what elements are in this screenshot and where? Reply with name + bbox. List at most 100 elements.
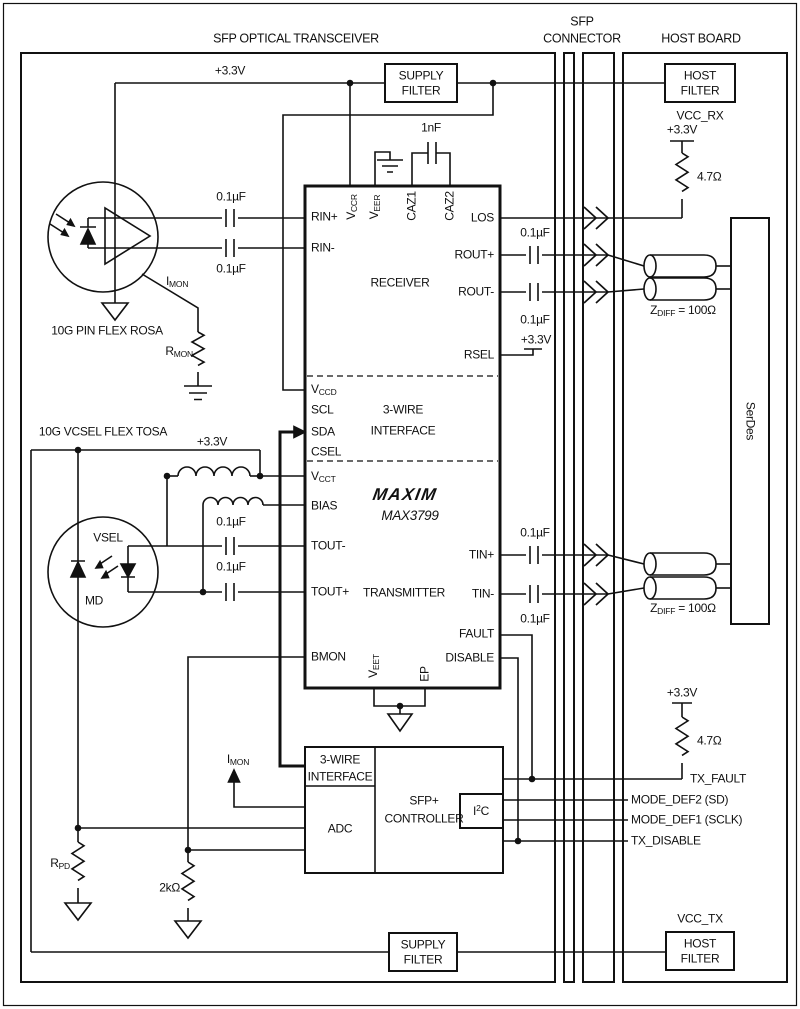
r2k-resistor-icon (180, 861, 196, 902)
vsel-diode-icon (119, 563, 137, 579)
ctrl-name-line2: CONTROLLER (384, 811, 464, 826)
cap-tout-n (225, 537, 235, 555)
photodiode-icon (79, 227, 97, 245)
pin-rin-p: RIN+ (311, 209, 338, 224)
light-out-arrowhead-icon (100, 569, 110, 579)
cap-tin-p-label: 0.1µF (520, 525, 550, 540)
supply-filter-top-line2: FILTER (401, 83, 441, 98)
coax-tx1-icon (650, 552, 717, 576)
rmon-label: RMON (165, 344, 193, 360)
chevron-rout-p-icon (583, 243, 610, 267)
coax-rx1-icon (650, 254, 717, 278)
tosa-title: 10G VCSEL FLEX TOSA (38, 424, 168, 439)
wire-imon-rx (141, 273, 199, 332)
rmon-resistor-icon (190, 331, 206, 367)
wire-3wire-bus (278, 430, 305, 768)
wire-vccd (282, 83, 494, 391)
cap-rout-p-label: 0.1µF (520, 225, 550, 240)
pin-tout-p: TOUT+ (311, 584, 349, 599)
v33-stub-los (670, 140, 694, 153)
cap-tin-p (529, 546, 539, 564)
imon-adc-label: IMON (226, 752, 250, 768)
cap-rin-n-label: 0.1µF (216, 261, 246, 276)
wire-disable (500, 657, 519, 841)
pin-bmon: BMON (311, 649, 346, 664)
v33-stub-txfault (672, 702, 692, 717)
ctrl-adc-label: ADC (327, 821, 353, 836)
pin-bias: BIAS (311, 498, 338, 513)
pin-rout-n: ROUT- (458, 284, 494, 299)
pin-rout-p: ROUT+ (454, 247, 494, 262)
coax-rx2-end-icon (643, 277, 657, 301)
connector-chevrons (583, 206, 610, 606)
zdiff-rx-label: ZDIFF = 100Ω (650, 303, 716, 319)
wire-fault (500, 634, 533, 779)
coax-rx1-end-icon (643, 254, 657, 278)
pin-sda: SDA (311, 424, 335, 439)
v33-rsel-label: +3.3V (520, 332, 552, 347)
inductor-l1-icon (177, 466, 251, 477)
tosa-circle (47, 516, 159, 628)
wire-tosa-v33 (31, 449, 261, 476)
pin-csel: CSEL (311, 444, 342, 459)
host-filter-top-line1: HOST (683, 68, 717, 83)
tx-fault-label: TX_FAULT (690, 771, 747, 786)
connector-title-line2: CONNECTOR (543, 31, 621, 46)
pin-scl: SCL (311, 402, 334, 417)
pin-rsel: RSEL (463, 347, 494, 362)
pin-tout-n: TOUT- (311, 538, 346, 553)
mode-def2-label: MODE_DEF2 (SD) (631, 792, 729, 807)
host-filter-top-line2: FILTER (680, 83, 720, 98)
pin-vccr: VCCR (344, 194, 360, 220)
cap-tout-p (225, 583, 235, 601)
md-leads (71, 450, 85, 842)
junction-dots (74, 79, 536, 854)
v33-main-label: +3.3V (214, 63, 246, 78)
transceiver-title: SFP OPTICAL TRANSCEIVER (213, 31, 379, 46)
cap-rin-p-label: 0.1µF (216, 189, 246, 204)
txfault-pullup-value: 4.7Ω (697, 733, 722, 748)
cap-rout-n (529, 283, 539, 301)
cap-tin-n (529, 585, 539, 603)
host-filter-bottom-box (665, 931, 735, 971)
pin-veer: VEER (367, 194, 383, 220)
ic-3wire-line1: 3-WIRE (382, 402, 424, 417)
max3799-ic-box (303, 184, 502, 690)
rosa-title: 10G PIN FLEX ROSA (51, 323, 163, 338)
pin-vccd: VCCD (311, 382, 337, 398)
ic-transmitter-label: TRANSMITTER (362, 585, 446, 600)
pin-vcct: VCCT (311, 469, 336, 485)
rpd-label: RPD (50, 856, 70, 872)
wire-caz (411, 152, 451, 186)
supply-filter-bottom-line2: FILTER (403, 952, 443, 967)
inductor-l2-icon (202, 496, 264, 506)
imon-arrowhead-icon (227, 768, 241, 783)
chevron-rout-n-icon (583, 280, 610, 304)
light-in-arrowhead-icon (66, 217, 76, 228)
pin-tin-n: TIN- (471, 586, 494, 601)
mode-def1-label: MODE_DEF1 (SCLK) (631, 812, 743, 827)
md-diode-icon (69, 560, 87, 578)
txfault-pullup-resistor-icon (674, 716, 690, 757)
host-filter-bottom-line1: HOST (683, 936, 717, 951)
cap-tout-n-label: 0.1µF (216, 514, 246, 529)
ctrl-3wire-line2: INTERFACE (307, 769, 373, 784)
ctrl-name-line1: SFP+ (409, 793, 439, 808)
ctrl-3wire-line1: 3-WIRE (319, 752, 361, 767)
zdiff-tx-label: ZDIFF = 100Ω (650, 601, 716, 617)
wire-rsel (500, 348, 542, 356)
v33-tosa-label: +3.3V (196, 434, 228, 449)
host-filter-bottom-line2: FILTER (680, 951, 720, 966)
rosa-ground-icon (100, 302, 130, 322)
pin-disable: DISABLE (445, 650, 494, 665)
rpd-resistor-icon (70, 841, 86, 882)
pin-rin-n: RIN- (311, 240, 335, 255)
r2k-label: 2kΩ (159, 880, 180, 895)
ic-part-number: MAX3799 (381, 507, 439, 523)
cap-caz-label: 1nF (421, 120, 441, 135)
v33-los-label: +3.3V (666, 122, 698, 137)
i2c-box (459, 793, 504, 829)
pin-ep: EP (417, 666, 432, 682)
